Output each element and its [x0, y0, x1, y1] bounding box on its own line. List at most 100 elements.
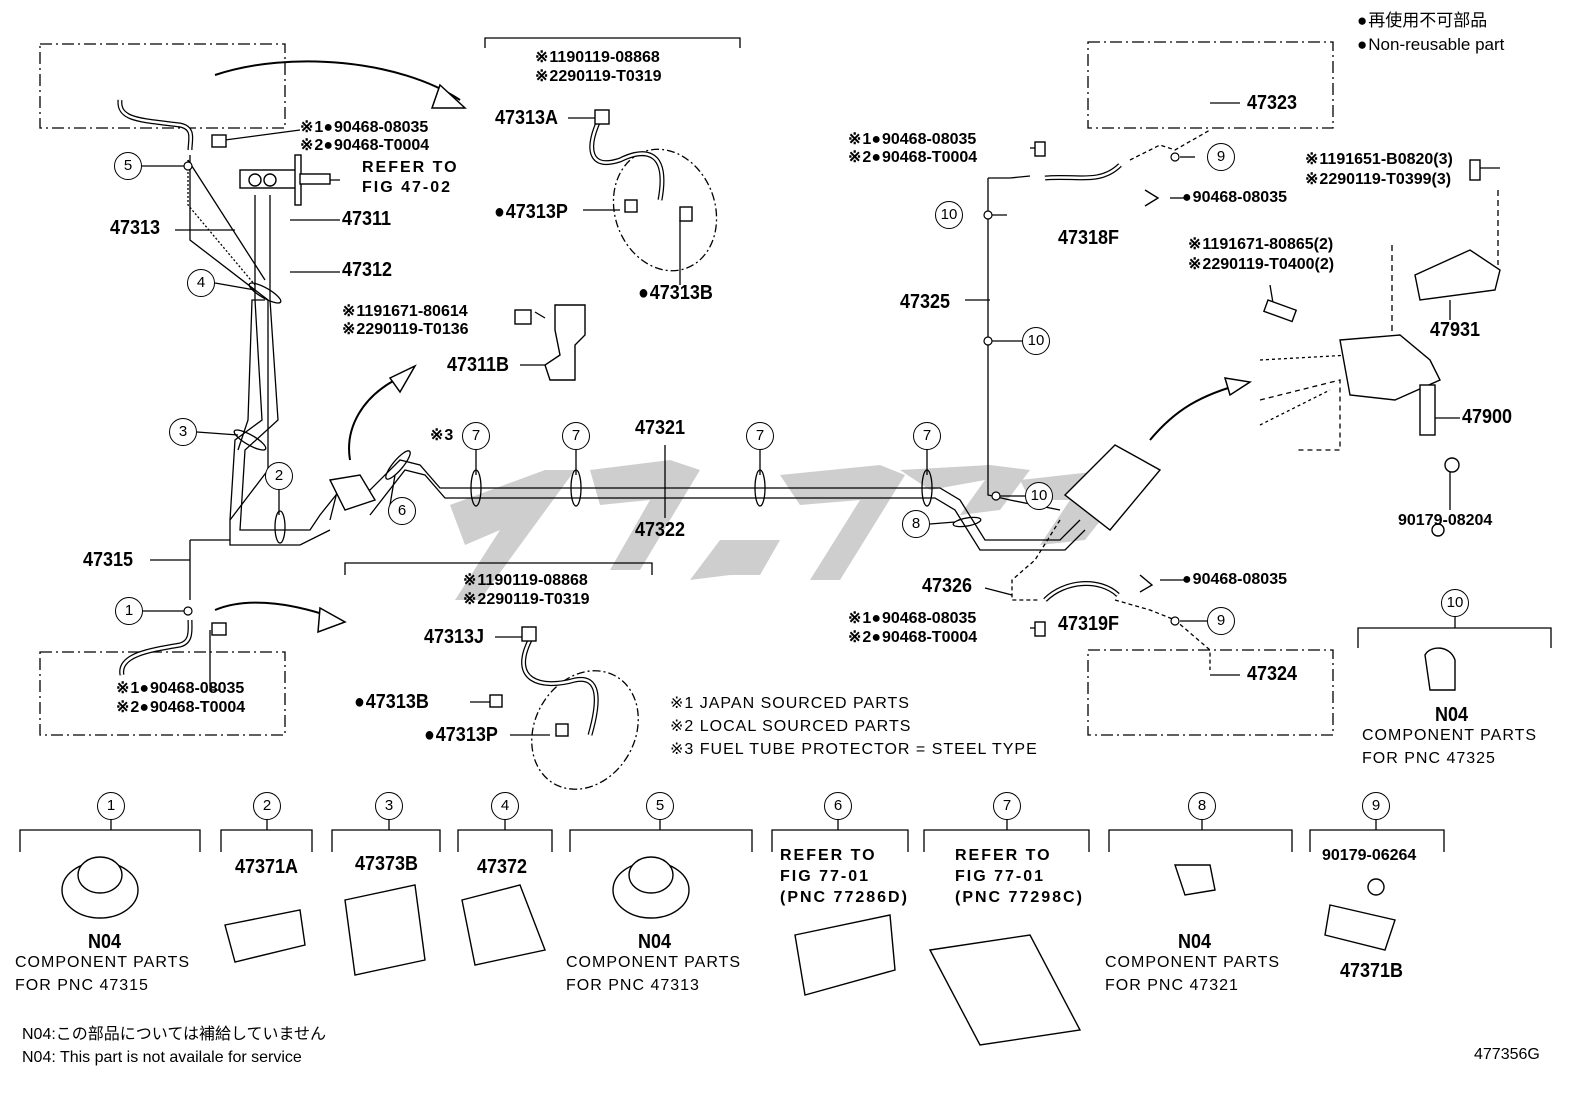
callout-10-detail[interactable]: 10	[1441, 589, 1469, 617]
comp1-n04: N04	[88, 931, 122, 953]
figure-code: 477356G	[1474, 1046, 1540, 1063]
tr-ref-1-num: 1	[848, 131, 871, 148]
callout-7-detail[interactable]: 7	[993, 792, 1021, 820]
comp6-refer-to: REFER TO	[780, 847, 877, 864]
callout-9-top[interactable]: 9	[1207, 143, 1235, 171]
rr-ref-2-val: 290119-T0399(3)	[1328, 171, 1452, 188]
bc-ref-2: 2290119-T0319	[463, 591, 590, 608]
bl-ref-2-num: 2	[116, 699, 139, 716]
tl-ref-2: 290468-T0004	[300, 137, 429, 154]
part-90179-08204[interactable]: 90179-08204	[1398, 512, 1493, 529]
bl-ref-2: 290468-T0004	[116, 699, 245, 716]
br-ref-1-val: 90468-08035	[871, 610, 976, 627]
callout-7a[interactable]: 7	[462, 422, 490, 450]
arrowheads	[317, 83, 1253, 634]
part-47313A[interactable]: 47313A	[495, 107, 559, 129]
comp8-for-pnc: FOR PNC 47321	[1105, 977, 1239, 994]
callout-6-detail[interactable]: 6	[824, 792, 852, 820]
callout-2[interactable]: 2	[265, 462, 293, 490]
part-47313[interactable]: 47313	[110, 217, 161, 239]
rr-ref-1: 1191651-B0820(3)	[1305, 151, 1453, 168]
star3-num: 3	[430, 427, 453, 444]
part-47324[interactable]: 47324	[1247, 663, 1298, 685]
part-90179-06264[interactable]: 90179-06264	[1322, 847, 1417, 864]
callout-9-bot[interactable]: 9	[1207, 607, 1235, 635]
comp10-for-pnc: FOR PNC 47325	[1362, 750, 1496, 767]
part-47313P-bot[interactable]: 47313P	[424, 725, 498, 745]
bc-ref-2-val: 290119-T0319	[486, 591, 590, 608]
refer-fig-label: FIG 47-02	[362, 179, 453, 196]
comp10-component-parts: COMPONENT PARTS	[1362, 727, 1538, 744]
callout-7c[interactable]: 7	[746, 422, 774, 450]
callout-3-detail[interactable]: 3	[375, 792, 403, 820]
part-90468-right-bot[interactable]: 90468-08035	[1182, 572, 1287, 588]
callout-10b[interactable]: 10	[1022, 327, 1050, 355]
comp8-component-parts: COMPONENT PARTS	[1105, 954, 1281, 971]
star3-note: 3	[430, 427, 453, 444]
br-ref-2-val: 90468-T0004	[871, 629, 977, 646]
part-47313J[interactable]: 47313J	[424, 626, 485, 648]
part-47373B[interactable]: 47373B	[355, 853, 419, 875]
part-90468-right-top[interactable]: 90468-08035	[1182, 190, 1287, 206]
br-ref-2: 290468-T0004	[848, 629, 977, 646]
part-47326[interactable]: 47326	[922, 575, 973, 597]
callout-9-detail[interactable]: 9	[1362, 792, 1390, 820]
callout-5-top[interactable]: 5	[114, 152, 142, 180]
callout-3[interactable]: 3	[169, 418, 197, 446]
part-47311[interactable]: 47311	[342, 208, 392, 230]
component-drawings	[61, 99, 1501, 1046]
callout-10a[interactable]: 10	[935, 201, 963, 229]
part-47900[interactable]: 47900	[1462, 406, 1513, 428]
rr-ref-4: 2290119-T0400(2)	[1188, 256, 1334, 273]
callout-5-detail[interactable]: 5	[646, 792, 674, 820]
tl-ref-2-val: 90468-T0004	[323, 137, 429, 154]
bc-ref-1: 1190119-08868	[463, 572, 588, 589]
rr-ref-1-val: 191651-B0820(3)	[1327, 151, 1453, 168]
part-47313B-top[interactable]: 47313B	[638, 283, 713, 303]
footer-note-jp: N04:この部品については補給していません	[22, 1026, 327, 1043]
comp1-component-parts: COMPONENT PARTS	[15, 954, 191, 971]
callout-8[interactable]: 8	[902, 510, 930, 538]
part-47322[interactable]: 47322	[635, 519, 686, 541]
part-47319F[interactable]: 47319F	[1058, 613, 1120, 635]
part-47318F[interactable]: 47318F	[1058, 227, 1120, 249]
mid-ref-1-val: 191671-80614	[364, 303, 468, 320]
part-47311B[interactable]: 47311B	[447, 354, 510, 376]
part-47931[interactable]: 47931	[1430, 319, 1481, 341]
callout-7b[interactable]: 7	[562, 422, 590, 450]
callout-1-detail[interactable]: 1	[97, 792, 125, 820]
part-47323[interactable]: 47323	[1247, 92, 1298, 114]
bl-ref-1-num: 1	[116, 680, 139, 697]
tr-ref-2-val: 90468-T0004	[871, 149, 977, 166]
comp5-n04: N04	[638, 931, 672, 953]
comp7-fig: FIG 77-01	[955, 868, 1046, 885]
callout-8-detail[interactable]: 8	[1188, 792, 1216, 820]
part-47312[interactable]: 47312	[342, 259, 393, 281]
callout-4-detail[interactable]: 4	[491, 792, 519, 820]
legend-jp: 再使用不可部品	[1357, 12, 1487, 29]
callout-10c[interactable]: 10	[1025, 482, 1053, 510]
part-47371B[interactable]: 47371B	[1340, 960, 1404, 982]
part-47372[interactable]: 47372	[477, 856, 528, 878]
bl-ref-1-val: 90468-08035	[139, 680, 244, 697]
tl-ref-1-num: 1	[300, 119, 323, 136]
callout-6[interactable]: 6	[388, 497, 416, 525]
callout-7d[interactable]: 7	[913, 422, 941, 450]
callout-1[interactable]: 1	[115, 597, 143, 625]
line-fittings	[183, 152, 1180, 626]
br-ref-2-num: 2	[848, 629, 871, 646]
bl-ref-1: 190468-08035	[116, 680, 244, 697]
part-47371A[interactable]: 47371A	[235, 856, 299, 878]
comp6-fig: FIG 77-01	[780, 868, 871, 885]
callout-2-detail[interactable]: 2	[253, 792, 281, 820]
mid-ref-2-val: 290119-T0136	[365, 321, 469, 338]
part-47313P-top[interactable]: 47313P	[494, 202, 568, 222]
br-ref-1-num: 1	[848, 610, 871, 627]
part-47313B-bot[interactable]: 47313B	[354, 692, 429, 712]
callout-4[interactable]: 4	[187, 269, 215, 297]
part-47315[interactable]: 47315	[83, 549, 134, 571]
tl-ref-2-num: 2	[300, 137, 323, 154]
part-47325[interactable]: 47325	[900, 291, 951, 313]
part-47321[interactable]: 47321	[635, 417, 686, 439]
